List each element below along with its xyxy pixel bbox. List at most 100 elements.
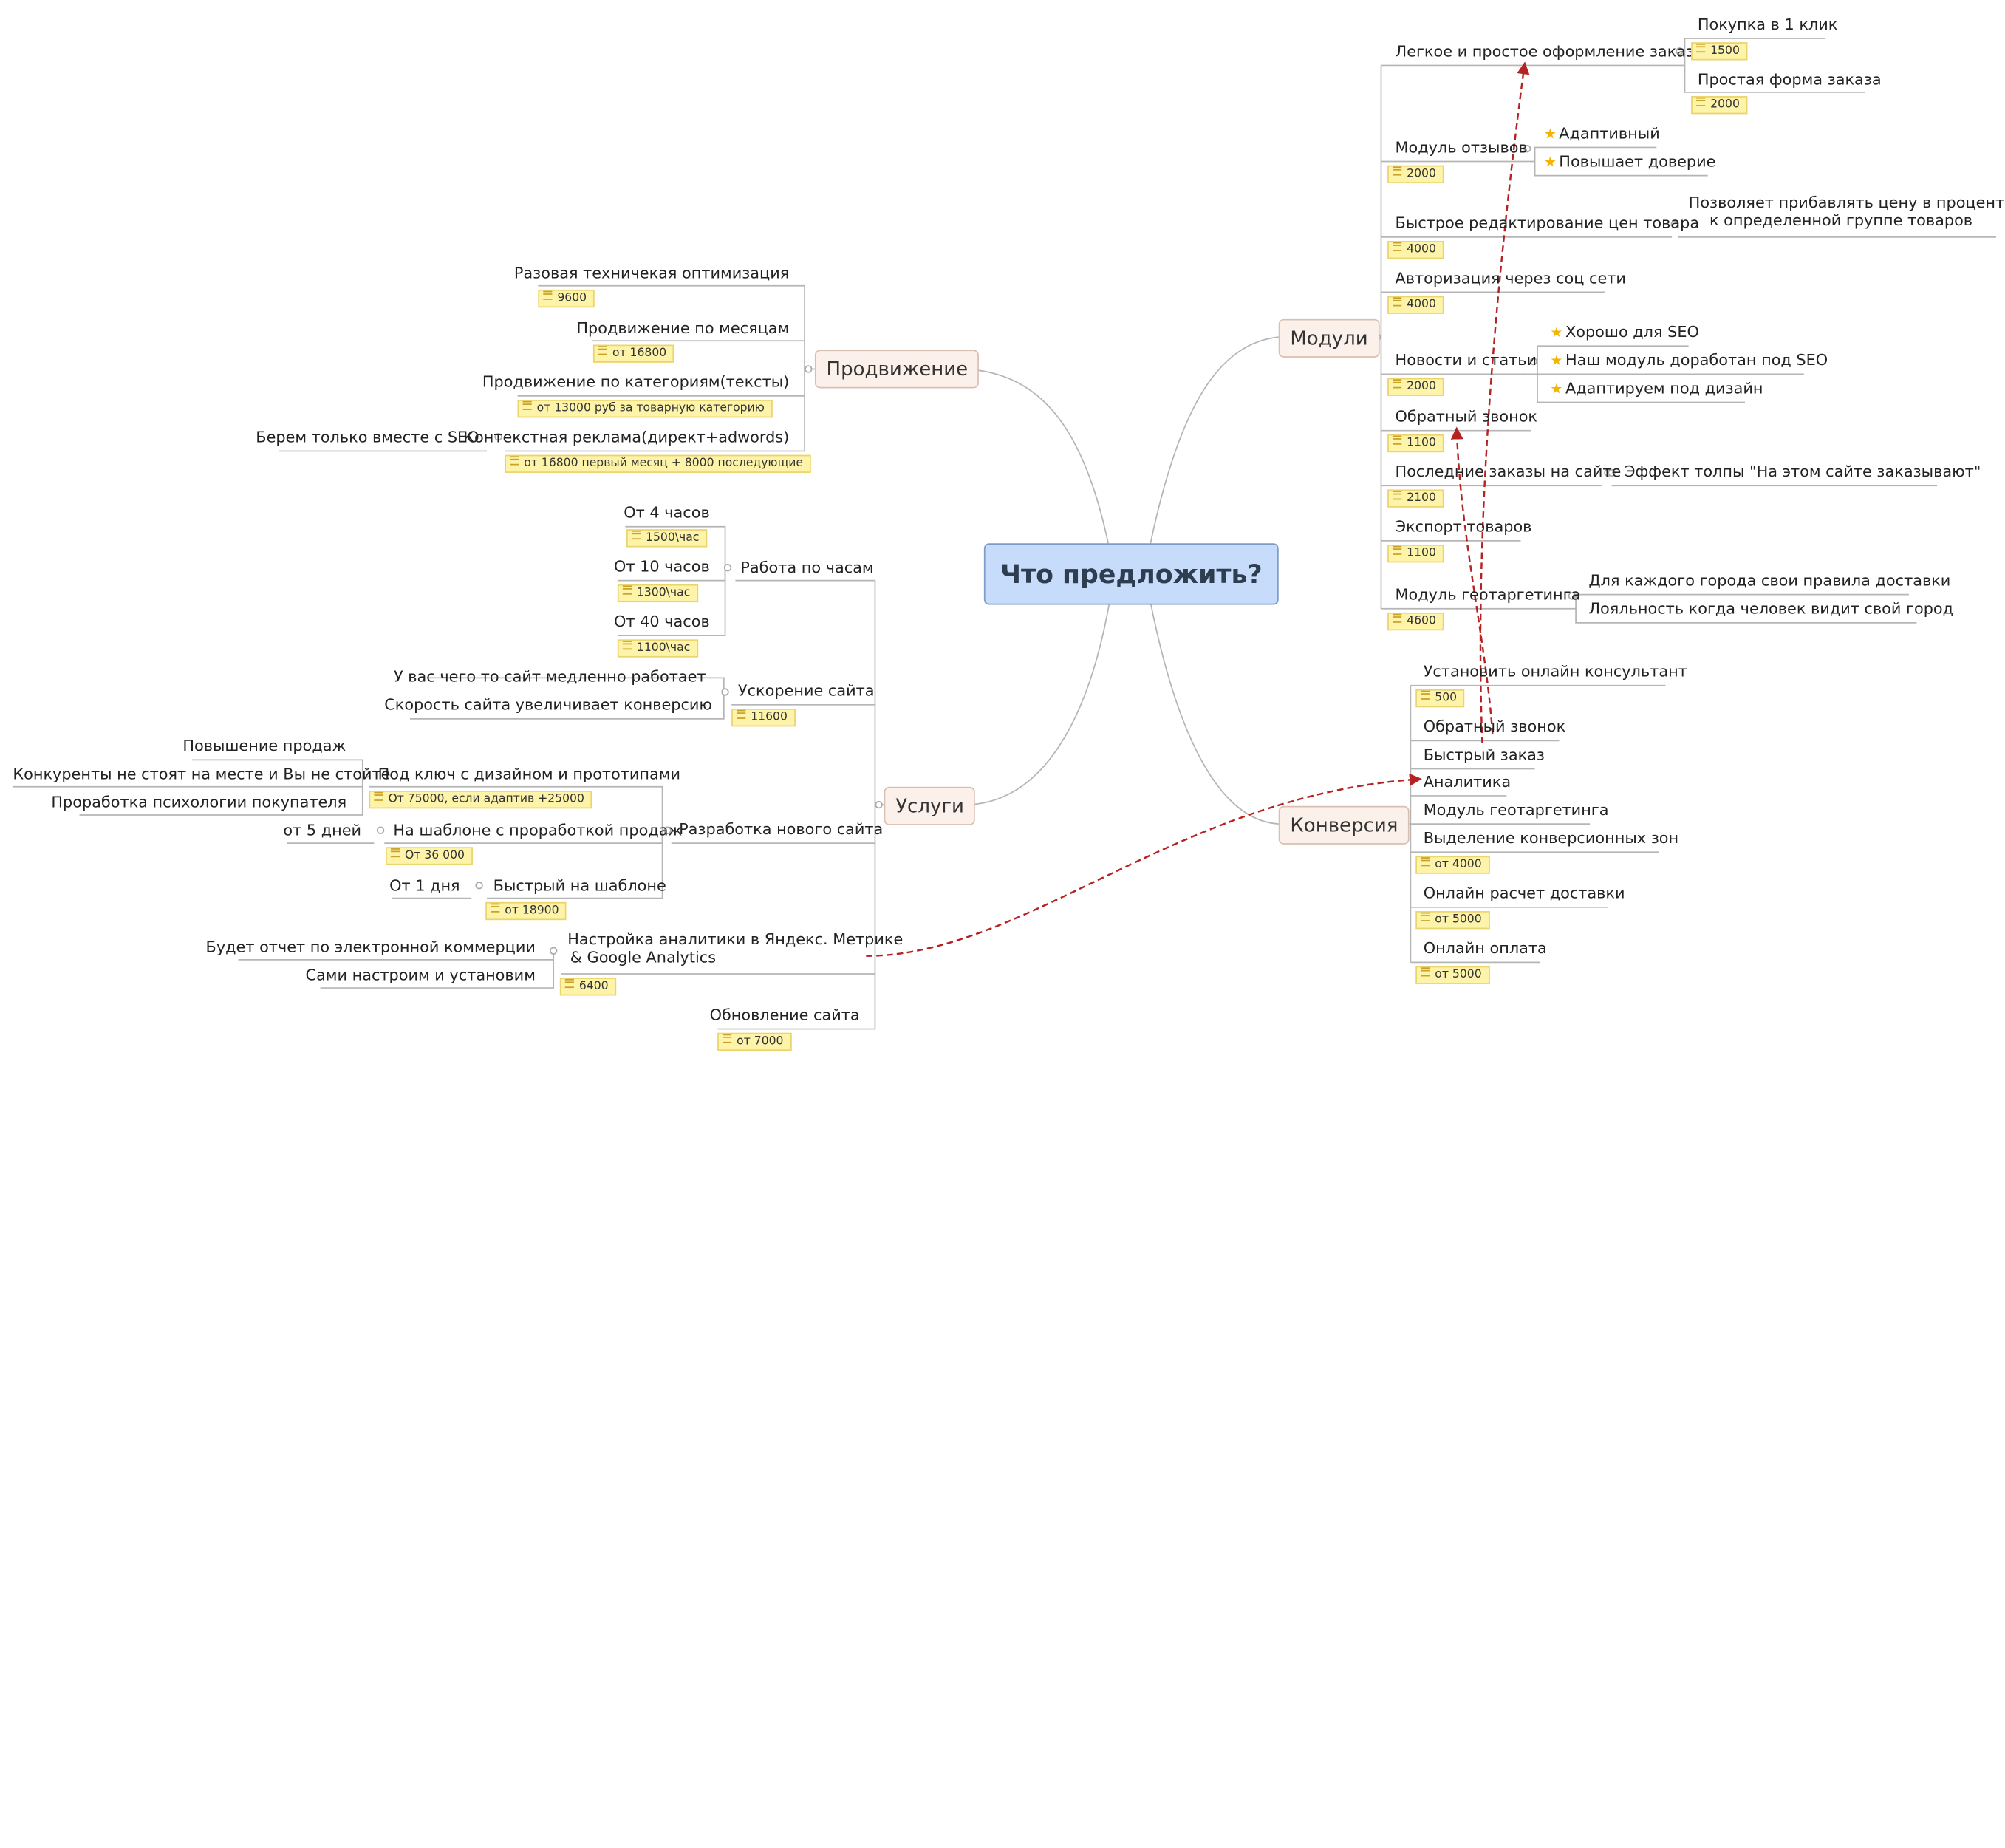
branch-promotion[interactable]: Продвижение <box>814 350 980 389</box>
topic-order[interactable]: Легкое и простое оформление заказа <box>1395 42 1704 61</box>
topic-conv-geo[interactable]: Модуль геотаргетинга <box>1423 800 1609 819</box>
topic-consultant[interactable]: Установить онлайн консультант <box>1423 662 1687 681</box>
topic-sales-growth[interactable]: Повышение продаж <box>182 737 346 755</box>
topic-monthly[interactable]: Продвижение по месяцам <box>576 318 790 338</box>
central-topic[interactable]: Что предложить? <box>983 543 1279 605</box>
topic-1-day[interactable]: От 1 дня <box>389 876 460 895</box>
note-text: 1300\час <box>636 587 691 600</box>
note-icon <box>491 903 500 913</box>
topic-context[interactable]: Контекстная реклама(директ+adwords) <box>463 428 790 446</box>
note-consultant[interactable]: 500 <box>1415 689 1465 708</box>
note-text: от 5000 <box>1435 913 1482 927</box>
note-hours-40[interactable]: 1100\час <box>617 639 698 658</box>
topic-categories[interactable]: Продвижение по категориям(тексты) <box>482 372 790 391</box>
note-zones[interactable]: от 4000 <box>1415 856 1490 874</box>
topic-price-edit[interactable]: Быстрое редактирование цен товара <box>1395 214 1700 232</box>
topic-new-site[interactable]: Разработка нового сайта <box>679 819 884 839</box>
note-reviews[interactable]: 2000 <box>1387 165 1444 183</box>
note-analytics-setup[interactable]: 6400 <box>559 978 616 996</box>
topic-psychology[interactable]: Проработка психологии покупателя <box>51 793 347 811</box>
topic-seo-module[interactable]: ★Наш модуль доработан под SEO <box>1550 351 1828 370</box>
note-icon <box>622 585 632 595</box>
topic-5-days[interactable]: от 5 дней <box>283 821 362 839</box>
topic-callback[interactable]: Обратный звонок <box>1395 407 1538 426</box>
note-turnkey[interactable]: От 75000, если адаптив +25000 <box>369 791 592 809</box>
note-text: 4600 <box>1407 615 1436 628</box>
branch-services[interactable]: Услуги <box>884 786 976 825</box>
note-context[interactable]: от 16800 первый месяц + 8000 последующие <box>505 454 811 473</box>
topic-context-seo[interactable]: Берем только вместе с SEO <box>256 428 479 446</box>
topic-template-sales[interactable]: На шаблоне с проработкой продаж <box>393 821 683 839</box>
star-icon: ★ <box>1543 154 1557 171</box>
topic-hours-4[interactable]: От 4 часов <box>624 503 710 522</box>
topic-hourly[interactable]: Работа по часам <box>740 559 874 577</box>
topic-label: Наш модуль доработан под SEO <box>1565 351 1828 369</box>
note-social-auth[interactable]: 4000 <box>1387 296 1444 314</box>
topic-label-line1: Позволяет прибавлять цену в процентах <box>1688 193 2005 212</box>
note-text: 4000 <box>1407 243 1436 256</box>
note-monthly[interactable]: от 16800 <box>592 344 674 363</box>
topic-zones[interactable]: Выделение конверсионных зон <box>1423 829 1679 848</box>
note-quick-template[interactable]: от 18900 <box>485 901 567 921</box>
topic-recent-orders[interactable]: Последние заказы на сайте <box>1395 463 1622 481</box>
branch-modules[interactable]: Модули <box>1278 318 1380 358</box>
topic-payment[interactable]: Онлайн оплата <box>1423 939 1547 958</box>
note-export[interactable]: 1100 <box>1387 545 1444 563</box>
note-payment[interactable]: от 5000 <box>1415 966 1490 984</box>
topic-social-auth[interactable]: Авторизация через соц сети <box>1395 269 1626 287</box>
topic-analytics[interactable]: Аналитика <box>1423 772 1512 791</box>
note-price-edit[interactable]: 4000 <box>1387 241 1444 259</box>
topic-turnkey[interactable]: Под ключ с дизайном и прототипами <box>378 765 681 783</box>
topic-label-line2: & Google Analytics <box>570 948 717 966</box>
topic-speed[interactable]: Ускорение сайта <box>737 681 875 700</box>
note-news[interactable]: 2000 <box>1387 378 1444 396</box>
topic-geo-rules[interactable]: Для каждого города свои правила доставки <box>1588 571 1951 590</box>
topic-hours-40[interactable]: От 40 часов <box>614 612 710 631</box>
topic-hours-10[interactable]: От 10 часов <box>614 557 710 576</box>
topic-geo-loyalty[interactable]: Лояльность когда человек видит свой горо… <box>1588 599 1954 618</box>
topic-speed-slow[interactable]: У вас чего то сайт медленно работает <box>393 667 706 686</box>
topic-self-setup[interactable]: Сами настроим и установим <box>305 966 536 984</box>
topic-trust[interactable]: ★Повышает доверие <box>1544 152 1716 171</box>
note-oneclick[interactable]: 1500 <box>1691 42 1748 61</box>
topic-quick-template[interactable]: Быстрый на шаблоне <box>493 876 666 895</box>
topic-reviews[interactable]: Модуль отзывов <box>1395 138 1528 157</box>
note-categories[interactable]: от 13000 руб за товарную категорию <box>517 400 773 418</box>
topic-design[interactable]: ★Адаптируем под дизайн <box>1550 379 1763 398</box>
topic-site-update[interactable]: Обновление сайта <box>709 1006 860 1024</box>
topic-tech-optimization[interactable]: Разовая техничекая оптимизация <box>513 264 790 282</box>
note-text: от 4000 <box>1435 858 1482 872</box>
topic-speed-conversion[interactable]: Скорость сайта увеличивает конверсию <box>384 695 712 714</box>
note-delivery[interactable]: от 5000 <box>1415 911 1490 930</box>
note-icon <box>1696 43 1706 53</box>
topic-oneclick[interactable]: Покупка в 1 клик <box>1697 15 1838 34</box>
topic-seo-good[interactable]: ★Хорошо для SEO <box>1550 323 1698 342</box>
note-speed[interactable]: 11600 <box>731 709 796 727</box>
topic-delivery[interactable]: Онлайн расчет доставки <box>1423 884 1625 902</box>
note-callback[interactable]: 1100 <box>1387 434 1444 453</box>
topic-conv-callback[interactable]: Обратный звонок <box>1423 717 1566 736</box>
note-template-sales[interactable]: От 36 000 <box>385 847 473 865</box>
topic-price-desc[interactable]: Позволяет прибавлять цену в процентах к … <box>1688 193 2005 230</box>
note-icon <box>1421 967 1430 977</box>
note-icon <box>564 978 574 989</box>
note-tech-optimization[interactable]: 9600 <box>538 289 595 308</box>
note-geo[interactable]: 4600 <box>1387 612 1444 631</box>
topic-export[interactable]: Экспорт товаров <box>1395 517 1532 536</box>
note-hours-4[interactable]: 1500\час <box>626 529 707 548</box>
topic-geo[interactable]: Модуль геотаргетинга <box>1395 585 1581 604</box>
topic-analytics-setup[interactable]: Настройка аналитики в Яндекс. Метрике & … <box>567 930 903 966</box>
branch-conversion[interactable]: Конверсия <box>1278 805 1410 845</box>
topic-competitors[interactable]: Конкуренты не стоят на месте и Вы не сто… <box>13 765 391 783</box>
topic-adaptive[interactable]: ★Адаптивный <box>1544 124 1660 143</box>
note-hours-10[interactable]: 1300\час <box>617 584 698 603</box>
topic-ecommerce-report[interactable]: Будет отчет по электронной коммерции <box>205 938 536 956</box>
note-simpleform[interactable]: 2000 <box>1691 96 1748 115</box>
note-site-update[interactable]: от 7000 <box>717 1032 791 1051</box>
topic-crowd-effect[interactable]: Эффект толпы "На этом сайте заказывают" <box>1624 463 1981 481</box>
topic-simpleform[interactable]: Простая форма заказа <box>1697 70 1882 89</box>
star-icon: ★ <box>1550 352 1563 369</box>
note-recent-orders[interactable]: 2100 <box>1387 489 1444 508</box>
topic-quick-order[interactable]: Быстрый заказ <box>1423 746 1545 764</box>
topic-news[interactable]: Новости и статьи <box>1395 351 1537 369</box>
